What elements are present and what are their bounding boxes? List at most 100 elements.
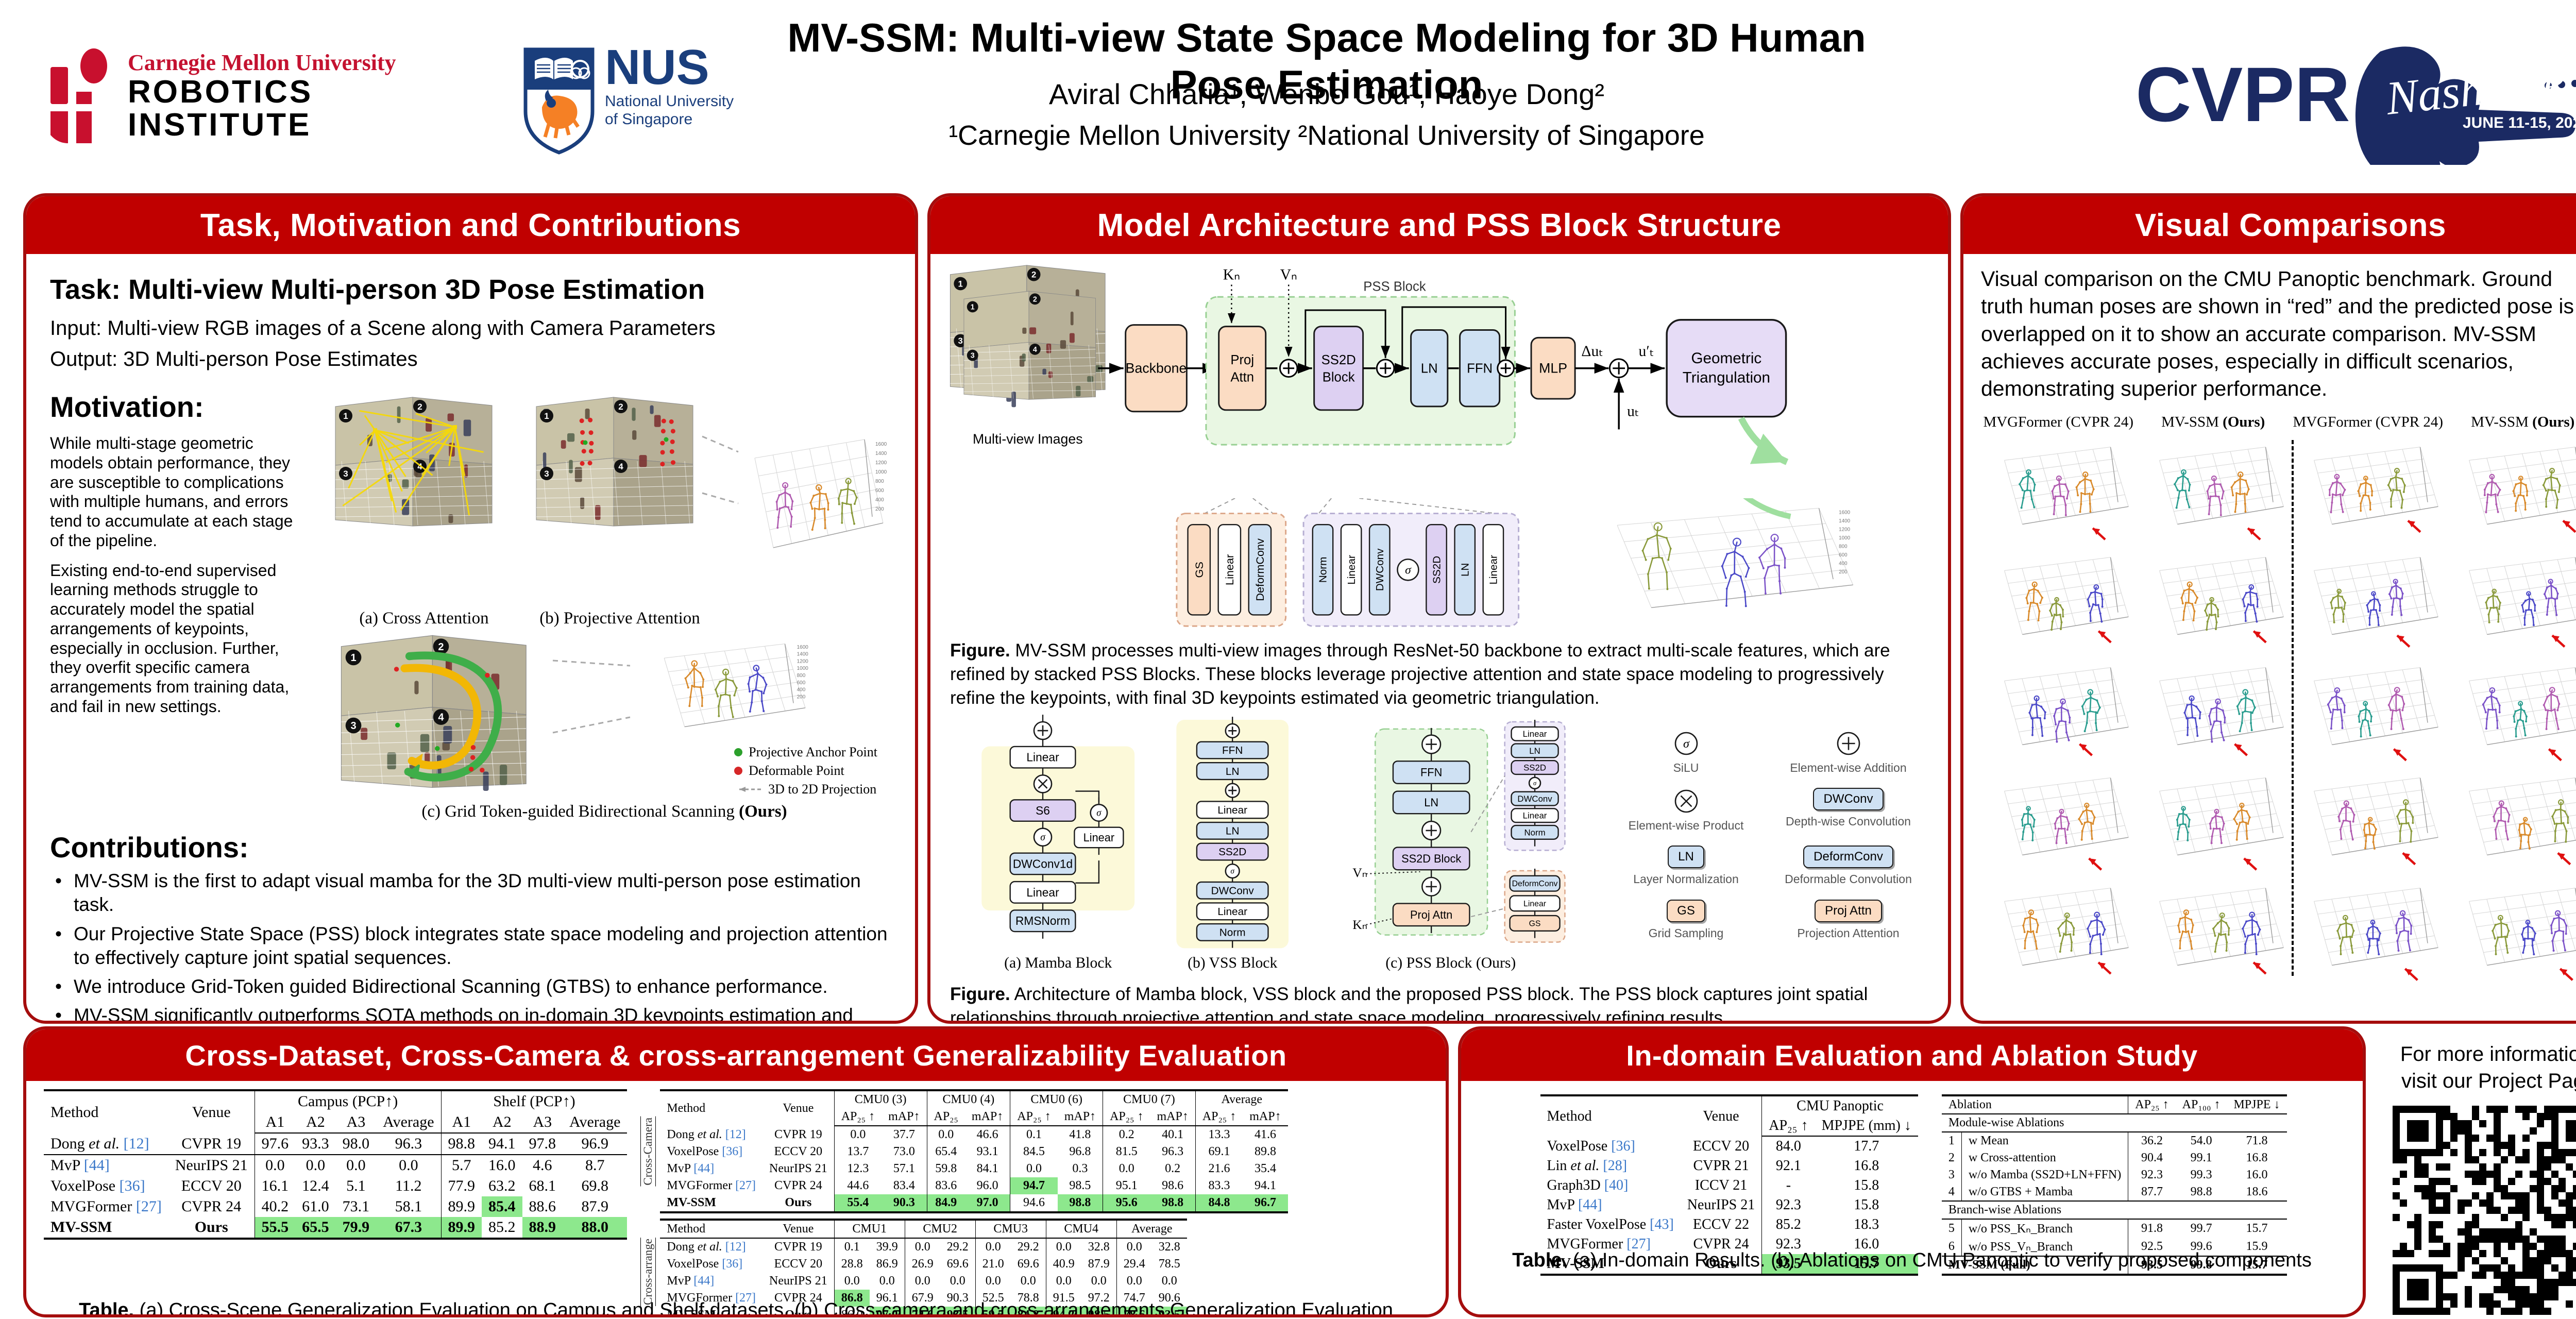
svg-text:1600: 1600 bbox=[1839, 510, 1850, 515]
table-cell: 0.0 bbox=[1161, 1274, 1177, 1288]
table-cell: 85.2 bbox=[488, 1219, 516, 1236]
table-cell: 29.4 bbox=[1116, 1256, 1152, 1273]
table-cell: MvP [44] bbox=[667, 1274, 715, 1288]
table-header-cell: CMU3 bbox=[975, 1220, 1046, 1239]
table-header-cell: mAP↑ bbox=[1057, 1108, 1103, 1126]
svg-text:800: 800 bbox=[1839, 544, 1848, 550]
svg-text:2: 2 bbox=[417, 402, 422, 412]
legend-item-name: Deformable Convolution bbox=[1785, 872, 1912, 886]
svg-text:FFN: FFN bbox=[1222, 745, 1243, 756]
table-cell: 0.0 bbox=[834, 1126, 882, 1143]
pose-comparison-cell bbox=[2291, 544, 2446, 654]
table-cell: 12.4 bbox=[302, 1177, 329, 1194]
table-cell: 94.1 bbox=[482, 1133, 522, 1155]
table-header-cell: CMU1 bbox=[834, 1220, 905, 1239]
table-cell: 95.1 bbox=[1103, 1177, 1150, 1194]
contributions-heading: Contributions: bbox=[50, 831, 249, 864]
pose-plot bbox=[2004, 667, 2129, 757]
table-cell: 71.8 bbox=[2246, 1134, 2268, 1147]
table-cell: 84.9 bbox=[926, 1194, 965, 1212]
svg-text:3: 3 bbox=[343, 469, 348, 479]
table-cell: 78.5 bbox=[1158, 1257, 1180, 1271]
pose-plot bbox=[2468, 667, 2576, 762]
pose-plot bbox=[2004, 557, 2129, 644]
table-cell: MVGFormer [27] bbox=[1547, 1236, 1651, 1252]
legend-dot-icon bbox=[734, 748, 743, 756]
svg-text:Norm: Norm bbox=[1524, 827, 1546, 837]
table-cell: 69.6 bbox=[1017, 1257, 1039, 1271]
visual-grid-column-headers: MVGFormer (CVPR 24)MV-SSM (Ours)MVGForme… bbox=[1981, 414, 2576, 431]
table-cell: 58.1 bbox=[395, 1198, 422, 1215]
pose-plot bbox=[2468, 888, 2576, 982]
pose-plot bbox=[2468, 557, 2576, 648]
panel-visual-header: Visual Comparisons bbox=[1963, 196, 2576, 254]
svg-text:3: 3 bbox=[971, 352, 975, 360]
table-header-cell: mAP↑ bbox=[1150, 1108, 1196, 1126]
proj-attn-block-line2: Attn bbox=[1230, 370, 1254, 384]
table-cell: 6 bbox=[1948, 1240, 1955, 1253]
block-diagrams: LinearS6σDWConv1dLinearRMSNormσLinearFFN… bbox=[981, 714, 1566, 971]
table-header-cell: Shelf (PCP↑) bbox=[440, 1090, 628, 1112]
pose-comparison-cell bbox=[2446, 434, 2576, 544]
table-cell: 21.0 bbox=[975, 1256, 1011, 1273]
table-cell: 0.0 bbox=[904, 1238, 940, 1256]
cmu-ri-logo-mark bbox=[50, 48, 107, 143]
table-cell: 73.1 bbox=[342, 1198, 370, 1215]
pose-plot bbox=[2314, 777, 2439, 866]
table-header-cell: Venue bbox=[1703, 1108, 1739, 1124]
dashed-arrow-icon bbox=[739, 787, 761, 792]
panel-visual-comparisons: Visual Comparisons Visual comparison on … bbox=[1960, 193, 2576, 1024]
svg-text:600: 600 bbox=[797, 680, 806, 686]
table-cell: 78.6 bbox=[1116, 1307, 1152, 1314]
legend-item-name: Element-wise Product bbox=[1628, 819, 1744, 832]
svg-text:1600: 1600 bbox=[875, 442, 887, 447]
table-cell: 96.3 bbox=[376, 1133, 442, 1155]
table-cell: 93.1 bbox=[976, 1145, 998, 1158]
table-header-cell: A2 bbox=[482, 1112, 522, 1134]
svg-text:Linear: Linear bbox=[1026, 750, 1059, 764]
legend-pill-icon: DWConv bbox=[1813, 788, 1884, 810]
table-cell: 0.0 bbox=[346, 1157, 366, 1174]
table-cell: 52.5 bbox=[975, 1290, 1011, 1307]
table-cell: 78.8 bbox=[1017, 1291, 1039, 1305]
table-cell: 37.7 bbox=[893, 1128, 915, 1141]
svg-text:SS2D: SS2D bbox=[1523, 763, 1546, 772]
svg-text:Linear: Linear bbox=[1523, 729, 1547, 739]
table-cell: 93.5 bbox=[940, 1307, 976, 1314]
ss2d-block-line1: SS2D bbox=[1321, 353, 1356, 367]
table-cell: 93.5 bbox=[1761, 1254, 1815, 1275]
pose-plot bbox=[2468, 447, 2576, 533]
pose-plot bbox=[2468, 777, 2576, 866]
svg-text:1400: 1400 bbox=[1839, 518, 1850, 524]
table-cell: 29.2 bbox=[1017, 1240, 1039, 1254]
poster-authors: Aviral Chharia¹, Wenbo Gou¹, Haoye Dong² bbox=[1049, 78, 1604, 110]
pose-plot bbox=[2004, 888, 2129, 975]
pose-plot bbox=[2159, 777, 2284, 871]
table-cell: 26.9 bbox=[904, 1256, 940, 1273]
table-cell: 15.7 bbox=[1815, 1254, 1918, 1275]
ffn-block: FFN bbox=[1467, 362, 1493, 376]
motivation-heading: Motivation: bbox=[50, 391, 204, 423]
table-header-cell: AP₁₀₀ ↑ bbox=[2175, 1095, 2227, 1114]
legend-pill-icon: DeformConv bbox=[1803, 845, 1893, 869]
table-cell: w/o PSS_Vₙ_Branch bbox=[1961, 1238, 2128, 1256]
svg-text:1400: 1400 bbox=[797, 652, 809, 657]
table-cell: VoxelPose [36] bbox=[667, 1257, 743, 1271]
table-cell: MV-SSM bbox=[1547, 1256, 1604, 1272]
table-cell: 79.9 bbox=[335, 1217, 377, 1239]
table-cell: 92.5 bbox=[2128, 1238, 2176, 1256]
table-cell: CVPR 24 bbox=[181, 1198, 242, 1215]
table-cell: 74.6 bbox=[904, 1307, 940, 1314]
pose-comparison-cell bbox=[1981, 875, 2136, 985]
